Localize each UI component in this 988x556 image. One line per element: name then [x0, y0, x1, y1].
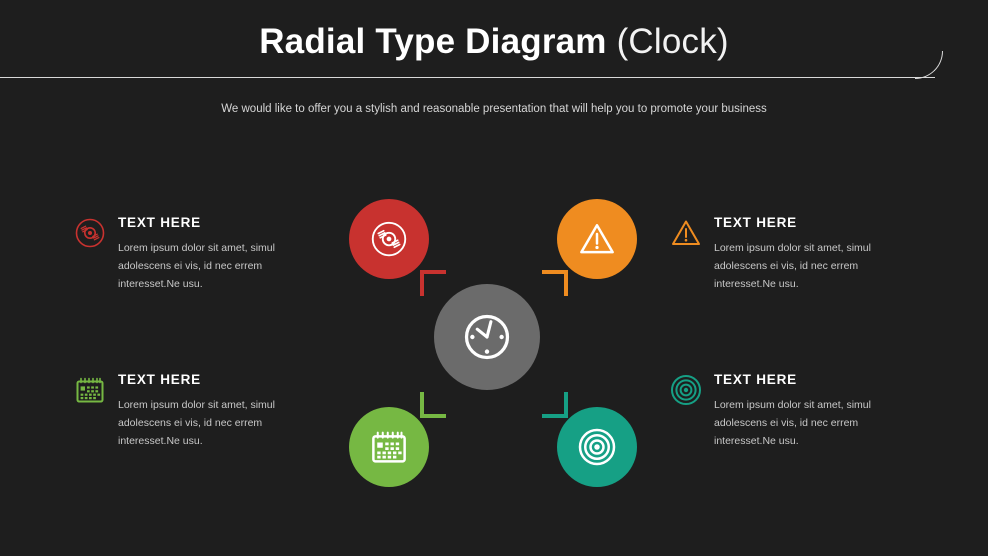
page-title: Radial Type Diagram (Clock)	[0, 20, 988, 64]
header-divider	[0, 77, 935, 78]
text-block-body: TEXT HERE Lorem ipsum dolor sit amet, si…	[714, 214, 902, 293]
vinyl-record-icon	[371, 221, 407, 257]
text-block-bottom-left[interactable]: TEXT HERE Lorem ipsum dolor sit amet, si…	[74, 371, 306, 450]
bracket-bottom-right	[542, 392, 568, 418]
text-block-body: TEXT HERE Lorem ipsum dolor sit amet, si…	[118, 371, 306, 450]
warning-triangle-icon	[670, 217, 702, 249]
diagram-node-bottom-right[interactable]	[557, 407, 637, 487]
text-block-description: Lorem ipsum dolor sit amet, simul adoles…	[714, 242, 871, 290]
text-block-heading: TEXT HERE	[714, 215, 797, 230]
warning-triangle-icon	[580, 224, 614, 254]
text-block-bottom-right[interactable]: TEXT HERE Lorem ipsum dolor sit amet, si…	[670, 371, 902, 450]
text-block-description: Lorem ipsum dolor sit amet, simul adoles…	[714, 399, 871, 447]
page-title-main: Radial Type Diagram	[259, 22, 617, 61]
text-block-top-right[interactable]: TEXT HERE Lorem ipsum dolor sit amet, si…	[670, 214, 902, 293]
diagram-node-top-right[interactable]	[557, 199, 637, 279]
diagram-node-bottom-left[interactable]	[349, 407, 429, 487]
text-block-description: Lorem ipsum dolor sit amet, simul adoles…	[118, 399, 275, 447]
target-icon	[670, 374, 702, 406]
text-block-body: TEXT HERE Lorem ipsum dolor sit amet, si…	[118, 214, 306, 293]
slide-header: Radial Type Diagram (Clock)	[0, 0, 988, 90]
text-block-description: Lorem ipsum dolor sit amet, simul adoles…	[118, 242, 275, 290]
calendar-icon	[372, 431, 406, 463]
page-subtitle: We would like to offer you a stylish and…	[221, 103, 767, 115]
vinyl-record-icon	[74, 217, 106, 249]
radial-diagram	[340, 190, 648, 498]
target-icon	[578, 428, 616, 466]
text-block-heading: TEXT HERE	[714, 372, 797, 387]
header-divider-curve	[915, 51, 943, 79]
text-block-top-left[interactable]: TEXT HERE Lorem ipsum dolor sit amet, si…	[74, 214, 306, 293]
bracket-bottom-left	[420, 392, 446, 418]
text-block-body: TEXT HERE Lorem ipsum dolor sit amet, si…	[714, 371, 902, 450]
text-block-heading: TEXT HERE	[118, 372, 201, 387]
calendar-icon	[74, 374, 106, 406]
page-title-sub: (Clock)	[616, 22, 729, 61]
bracket-top-left	[420, 270, 446, 296]
text-block-heading: TEXT HERE	[118, 215, 201, 230]
clock-icon	[464, 314, 510, 360]
diagram-node-top-left[interactable]	[349, 199, 429, 279]
bracket-top-right	[542, 270, 568, 296]
diagram-center-hub[interactable]	[434, 284, 540, 390]
